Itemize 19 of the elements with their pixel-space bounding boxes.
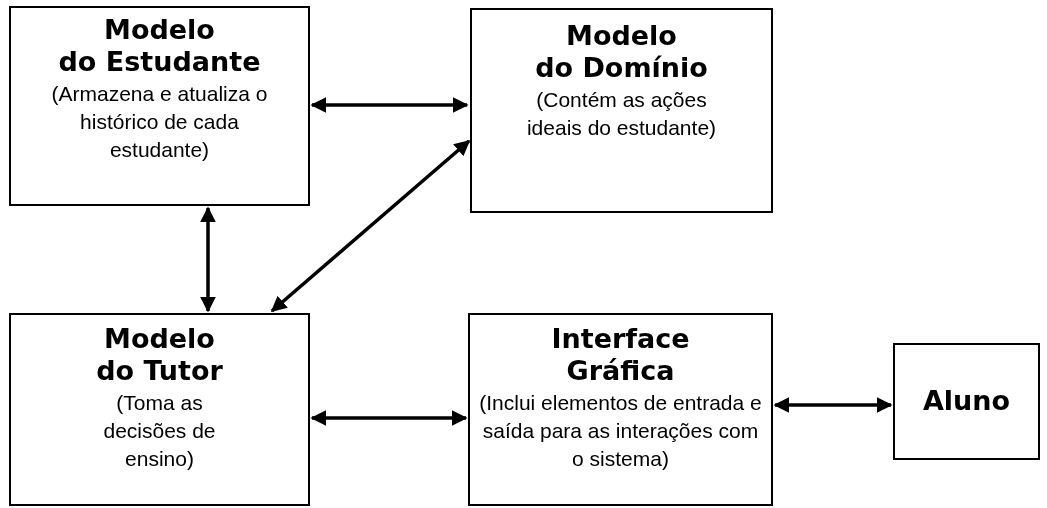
model-box [893, 343, 1040, 460]
box-heading: Modelo do Domínio [535, 20, 708, 84]
box-heading: Aluno [922, 385, 1011, 417]
box-description: (Armazena e atualiza o histórico de cada estudante) [50, 81, 269, 163]
model-box [9, 6, 310, 206]
double-arrow [200, 206, 216, 313]
double-arrow [310, 410, 468, 426]
double-arrow [310, 97, 469, 113]
double-arrow [270, 139, 471, 313]
box-description: (Contém as ações ideais do estudante) [525, 87, 718, 141]
double-arrow [773, 397, 893, 413]
box-description: (Toma as decisões de ensino) [102, 390, 217, 472]
box-heading: Modelo do Estudante [58, 14, 261, 78]
box-heading: Modelo do Tutor [96, 323, 223, 387]
model-box [9, 313, 310, 506]
model-box [470, 8, 773, 213]
box-heading: Interface Gráfica [551, 323, 690, 387]
model-box [468, 313, 773, 506]
box-description: (Inclui elementos de entrada e saída para as interações com o sistema) [478, 390, 763, 472]
